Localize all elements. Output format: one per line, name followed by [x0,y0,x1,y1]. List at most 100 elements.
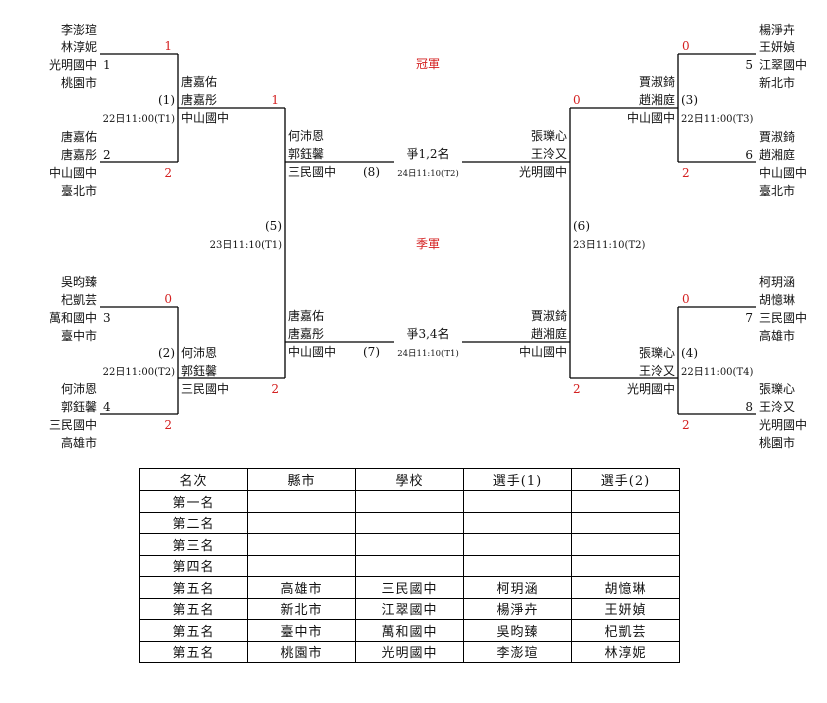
rank-cell: 第一名 [139,490,248,513]
player-2-name1: 唐嘉佑 [61,129,97,144]
match-5-loser-name2: 唐嘉彤 [288,326,324,341]
city-cell: 桃園市 [247,640,356,663]
rank-cell: 第五名 [139,619,248,642]
match-2-label: (2) [158,346,175,360]
player1-cell [463,511,572,534]
player-3-score: 0 [164,292,172,306]
player2-cell [571,511,680,534]
player-3-seed: 3 [103,311,111,325]
match-2-winner-name1: 何沛恩 [181,346,217,360]
third-place-label: 季軍 [416,237,440,251]
player-3-school: 萬和國中 [49,310,97,325]
player-1-score: 1 [164,39,172,53]
left-bracket-lines [100,53,394,415]
city-cell [247,533,356,556]
rank-cell: 第三名 [139,533,248,556]
player-6-city: 臺北市 [759,183,795,198]
player-8-name1: 張瓅心 [759,381,795,396]
player-entry-8: 張瓅心 王泠又 光明國中 桃園市 8 2 [682,381,807,450]
match-2-score: 2 [271,382,279,396]
match-6-winner-name2: 王泠又 [531,147,567,161]
match-4-score: 2 [573,382,581,396]
player-4-seed: 4 [103,400,111,414]
school-cell: 光明國中 [355,640,464,663]
city-cell [247,554,356,577]
rank-cell: 第五名 [139,597,248,620]
city-cell: 臺中市 [247,619,356,642]
city-cell [247,490,356,513]
match-6-time: 23日11:10(T2) [573,240,645,251]
school-cell [355,533,464,556]
player-1-school: 光明國中 [49,57,97,72]
player-8-name2: 王泠又 [759,400,795,414]
match-2-winner-name2: 郭鈺馨 [181,363,217,378]
final-match-label: 爭1,2名 [406,146,449,161]
match-6-loser-school: 中山國中 [519,344,567,359]
match-4-winner-name1: 張瓅心 [639,345,675,360]
player-entry-4: 何沛恩 郭鈺馨 三民國中 高雄市 4 2 [49,382,172,450]
match-6-loser-name1: 賈淑錡 [531,308,567,323]
player2-cell: 杞凱芸 [571,619,680,642]
match-1-winner-school: 中山國中 [181,110,229,125]
header-player2: 選手(2) [571,468,680,491]
city-cell [247,511,356,534]
player-5-school: 江翠國中 [759,57,807,72]
player-8-score: 2 [682,418,690,432]
match-5-loser-school: 中山國中 [288,344,336,359]
school-cell [355,490,464,513]
match-1-label: (1) [158,93,175,107]
match-6-winner-school: 光明國中 [519,164,567,179]
match-3-winner-name2: 趙湘庭 [639,92,675,107]
header-rank: 名次 [139,468,248,491]
player-entry-2: 唐嘉佑 唐嘉彤 中山國中 臺北市 2 2 [49,129,172,198]
player-1-name1: 李澎瑄 [61,22,97,37]
match-1-score: 1 [271,93,279,107]
player-4-school: 三民國中 [49,417,97,432]
player-entry-1: 李澎瑄 林淳妮 光明國中 桃園市 1 1 [49,22,172,90]
school-cell [355,511,464,534]
match-5-loser-name1: 唐嘉佑 [288,308,324,323]
player-entry-5: 楊淨卉 王妍媜 江翠國中 新北市 5 0 [682,22,807,90]
champion-label: 冠軍 [416,57,440,71]
table-row: 第五名 新北市 江翠國中 楊淨卉 王妍媜 [139,597,680,620]
player2-cell: 胡憶琳 [571,576,680,599]
school-cell: 江翠國中 [355,597,464,620]
header-player1: 選手(1) [463,468,572,491]
match-5-winner-name2: 郭鈺馨 [288,146,324,161]
player-3-city: 臺中市 [61,328,97,343]
school-cell: 萬和國中 [355,619,464,642]
player-6-school: 中山國中 [759,165,807,180]
player-entry-6: 賈淑錡 趙湘庭 中山國中 臺北市 6 2 [682,129,807,198]
player-7-school: 三民國中 [759,310,807,325]
match-4-winner-school: 光明國中 [627,381,675,396]
player-2-name2: 唐嘉彤 [61,147,97,162]
player-7-city: 高雄市 [759,328,795,343]
player1-cell: 柯玥涵 [463,576,572,599]
match-1-time: 22日11:00(T1) [103,114,175,125]
match-7-time: 24日11:10(T1) [397,348,459,359]
player-5-city: 新北市 [759,75,795,90]
player-6-name2: 趙湘庭 [759,147,795,162]
rank-cell: 第五名 [139,640,248,663]
right-bracket-lines [462,53,756,415]
player1-cell: 吳昀臻 [463,619,572,642]
match-5-label: (5) [265,219,282,233]
player-entry-3: 吳昀臻 杞凱芸 萬和國中 臺中市 3 0 [49,275,172,343]
match-2: (2) 22日11:00(T2) 何沛恩 郭鈺馨 三民國中 2 [103,346,279,396]
match-8-label: (8) [363,165,380,179]
match-8-final: (8) 爭1,2名 24日11:10(T2) [363,146,459,179]
player1-cell [463,490,572,513]
city-cell: 新北市 [247,597,356,620]
player-5-score: 0 [682,39,690,53]
player-1-city: 桃園市 [61,75,97,90]
player-5-seed: 5 [745,58,753,72]
player-8-city: 桃園市 [759,435,795,450]
match-5: (5) 23日11:10(T1) 何沛恩 郭鈺馨 三民國中 唐嘉佑 唐嘉彤 中山… [210,129,336,359]
player-3-name2: 杞凱芸 [61,293,97,307]
match-6-winner-name1: 張瓅心 [531,128,567,143]
match-5-time: 23日11:10(T1) [210,240,282,251]
match-7-label: (7) [363,345,380,359]
player-2-seed: 2 [103,148,111,162]
table-row: 第四名 [139,554,680,577]
player1-cell [463,554,572,577]
